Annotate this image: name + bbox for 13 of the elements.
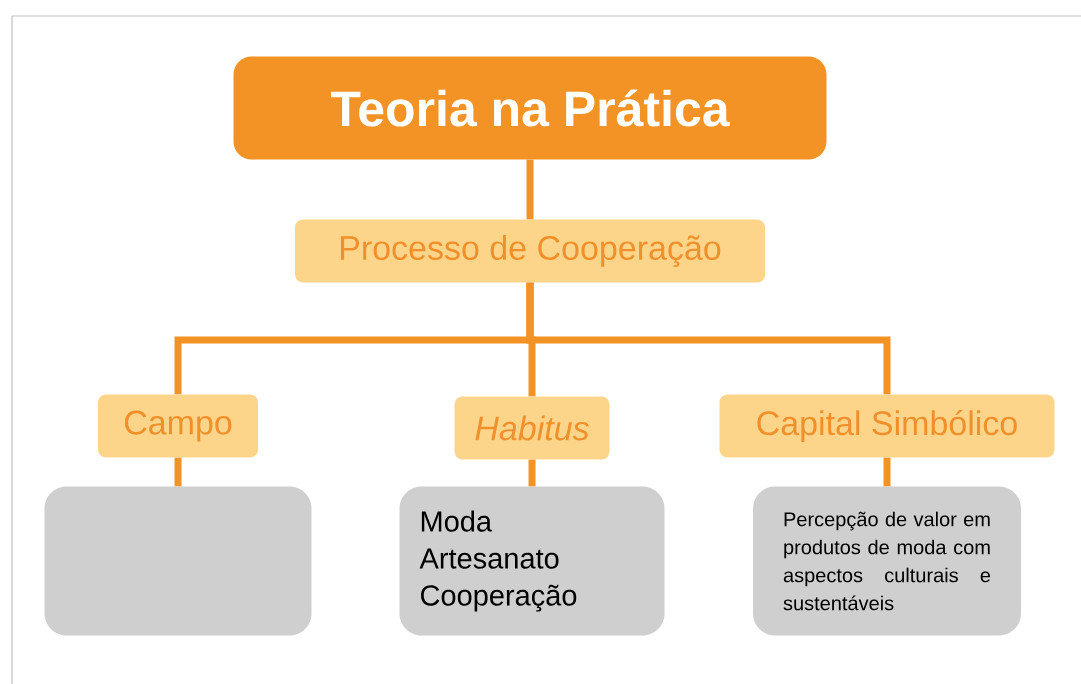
content-box: Percepção de valor em produtos de moda com aspectos culturais e sustentáveis	[753, 486, 1021, 636]
title-box: Teoria na Prática	[233, 56, 827, 160]
process-box: Processo de Cooperação	[295, 219, 765, 283]
content-box: Moda Artesanato Cooperação	[399, 486, 665, 636]
connector-line	[528, 459, 536, 487]
connector-line	[526, 159, 534, 220]
category-box: Campo	[98, 394, 258, 458]
connector-line	[174, 457, 182, 487]
connector-line	[883, 457, 891, 487]
connector-line	[526, 282, 891, 395]
content-box	[44, 486, 312, 636]
category-box: Capital Simbólico	[719, 394, 1055, 458]
category-box: Habitus	[454, 396, 610, 460]
